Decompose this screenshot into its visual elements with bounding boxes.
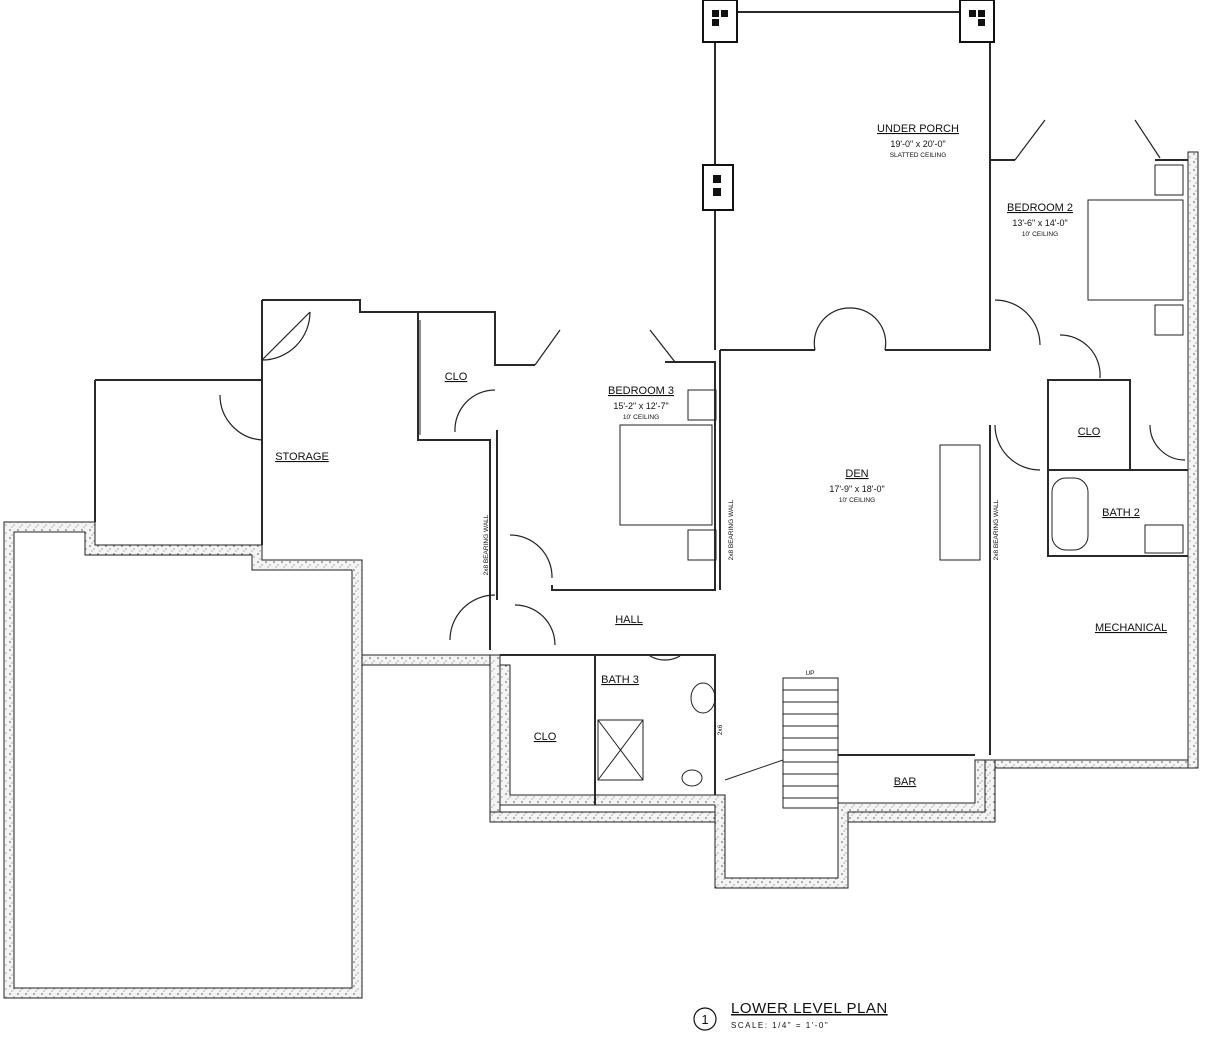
label-bedroom3: BEDROOM 3	[608, 385, 674, 397]
title-block: 1 LOWER LEVEL PLAN SCALE: 1/4" = 1'-0"	[693, 1000, 888, 1031]
label-den: DEN	[845, 468, 868, 480]
wall-annotations: 2x8 BEARING WALL 2x8 BEARING WALL 2x8 BE…	[483, 499, 1000, 735]
dims-bedroom3: 15'-2" x 12'-7"	[613, 401, 668, 411]
stair-up-label: UP	[805, 670, 814, 677]
bed-bedroom3	[619, 424, 713, 526]
bearing-wall-right: 2x8 BEARING WALL	[993, 499, 1000, 560]
label-bar: BAR	[894, 776, 917, 788]
foundation-walls	[3, 151, 1199, 999]
fireplace	[939, 444, 981, 561]
note-under-porch: SLATTED CEILING	[890, 152, 947, 159]
label-clo-hall: CLO	[534, 731, 557, 743]
stairs	[724, 677, 839, 809]
bed-bedroom2	[1087, 199, 1184, 301]
bearing-wall-mid: 2x8 BEARING WALL	[728, 499, 735, 560]
fixtures	[419, 164, 1184, 787]
bathtub	[1051, 477, 1089, 551]
label-bath2: BATH 2	[1102, 507, 1140, 519]
wall-note-2x6: 2x6	[717, 724, 724, 735]
sink-bath3	[690, 682, 716, 714]
shower	[597, 719, 644, 781]
note-bedroom3: 10' CEILING	[623, 414, 659, 421]
toilet-bath3	[681, 769, 703, 787]
label-under-porch: UNDER PORCH	[877, 123, 959, 135]
door-swings	[219, 119, 1186, 661]
drawing-number: 1	[701, 1012, 708, 1027]
porch-columns	[702, 0, 995, 211]
label-clo-bedroom2: CLO	[1078, 426, 1101, 438]
label-hall: HALL	[615, 614, 643, 626]
label-mechanical: MECHANICAL	[1095, 622, 1167, 634]
label-storage: STORAGE	[275, 451, 329, 463]
interior-walls	[94, 11, 1188, 805]
label-clo-bedroom3: CLO	[445, 371, 468, 383]
drawing-number-circle	[693, 1007, 717, 1031]
drawing-title: LOWER LEVEL PLAN	[731, 1000, 888, 1017]
label-bedroom2: BEDROOM 2	[1007, 202, 1073, 214]
drawing-scale: SCALE: 1/4" = 1'-0"	[731, 1021, 829, 1030]
room-labels: UNDER PORCH 19'-0" x 20'-0" SLATTED CEIL…	[275, 123, 1167, 788]
note-den: 10' CEILING	[839, 497, 875, 504]
dims-den: 17'-9" x 18'-0"	[829, 484, 884, 494]
toilet-bath2	[1144, 524, 1184, 554]
label-bath3: BATH 3	[601, 674, 639, 686]
bearing-wall-left: 2x8 BEARING WALL	[483, 514, 490, 575]
note-bedroom2: 10' CEILING	[1022, 231, 1058, 238]
dims-under-porch: 19'-0" x 20'-0"	[890, 139, 945, 149]
dims-bedroom2: 13'-6" x 14'-0"	[1012, 218, 1067, 228]
